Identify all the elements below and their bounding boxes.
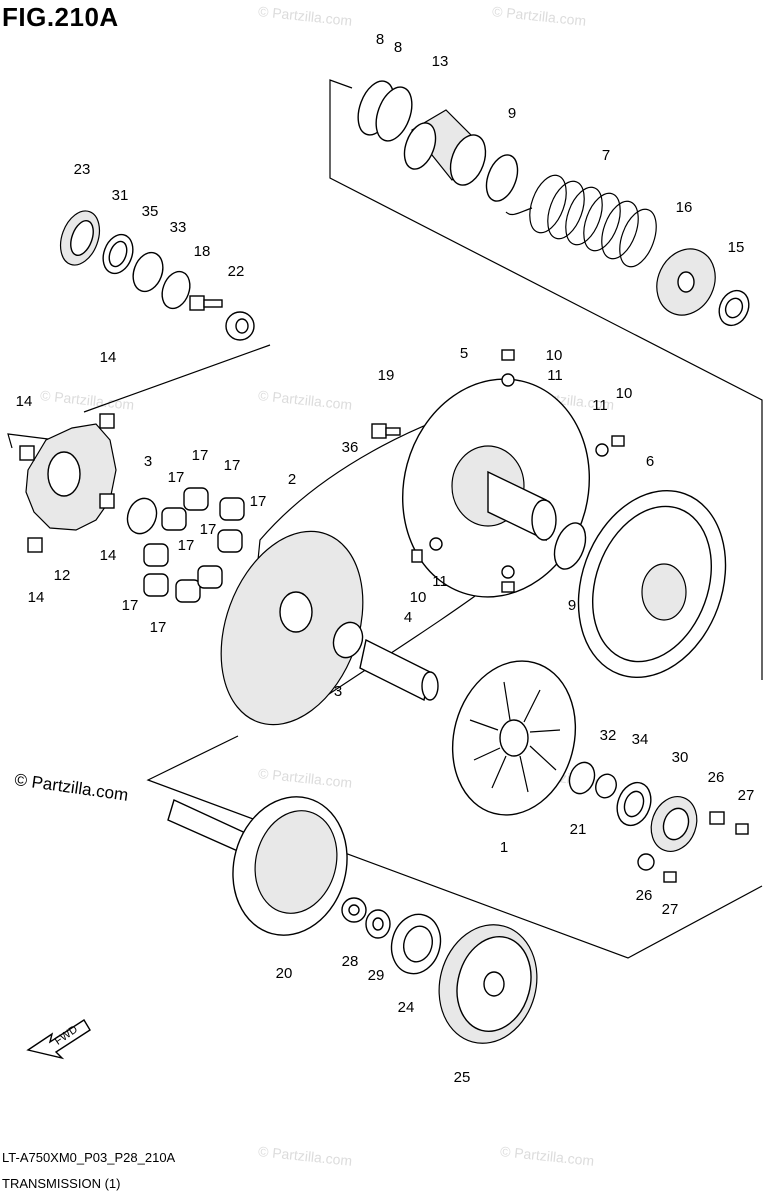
fan-pulley-1 [451,660,577,816]
washer-29 [365,909,391,939]
fasteners-26-27 [637,811,749,883]
callout-label: 17 [192,447,209,464]
nut-15 [718,289,750,327]
ring-9-top [485,154,519,202]
callout-label: 17 [200,521,217,538]
fasteners-10-11 [371,349,625,593]
callout-label: 17 [250,493,267,510]
cam-plate-12 [19,413,117,553]
callout-label: 9 [568,597,576,614]
seal-31 [102,233,134,275]
callout-label: 8 [376,31,384,48]
callout-label: 34 [632,731,649,748]
bearing-30 [650,796,698,852]
callout-label: 14 [28,589,45,606]
callout-label: 13 [432,53,449,70]
diagram-code: LT-A750XM0_P03_P28_210A [2,1150,176,1165]
callout-label: 30 [672,749,689,766]
one-way-clutch-24 [390,913,442,975]
callout-label: 16 [676,199,693,216]
callout-label: 3 [144,453,152,470]
callout-label: 19 [378,367,395,384]
callout-label: 25 [454,1069,471,1086]
ring-35 [132,251,164,293]
rollers-17 [143,487,245,603]
callout-label: 35 [142,203,159,220]
bolt-18 [189,295,223,311]
nut-22 [225,311,255,341]
ring-32 [595,773,617,799]
callout-label: 3 [334,683,342,700]
callout-label: 28 [342,953,359,970]
callout-label: 4 [404,609,412,626]
shaft-4 [359,638,439,702]
callout-label: 20 [276,965,293,982]
callout-label: 10 [616,385,633,402]
callout-label: 11 [547,367,563,384]
snap-rings-8 [357,80,413,142]
group-boundaries [7,79,763,959]
nut-28 [341,897,367,923]
callout-label: 14 [100,349,117,366]
callout-label: 7 [602,147,610,164]
callout-label: 33 [170,219,187,236]
callout-label: 17 [178,537,195,554]
callout-label: 8 [394,39,402,56]
callout-label: 2 [288,471,296,488]
clutch-housing-20 [167,796,348,936]
callout-label: 31 [112,187,129,204]
callout-label: 10 [546,347,563,364]
callout-label: 6 [646,453,654,470]
ring-9-mid [553,522,587,570]
bearing-23 [59,210,101,266]
drive-pulley-5 [401,378,591,598]
callout-label: 23 [74,161,91,178]
callout-label: 10 [410,589,427,606]
collar-13 [403,109,487,186]
callout-label: 17 [150,619,167,636]
callout-label: 18 [194,243,211,260]
fwd-arrow-icon: FWD [26,1019,91,1060]
callout-label: 22 [228,263,245,280]
section-title: TRANSMISSION (1) [2,1176,121,1191]
callout-label: 12 [54,567,71,584]
callout-label: 21 [570,821,587,838]
ring-33 [161,270,191,310]
callout-label: 5 [460,345,468,362]
callout-label: 29 [368,967,385,984]
callout-label: 32 [600,727,617,744]
pulley-face-6 [577,489,727,679]
callout-label: 26 [636,887,653,904]
callout-label: 17 [122,597,139,614]
callout-label: 11 [592,397,608,414]
figure-title: FIG.210A [2,2,119,32]
ring-3-left [126,497,158,535]
seal-34 [616,781,652,827]
clutch-shoe-25 [438,924,538,1044]
callout-label: 14 [16,393,33,410]
callout-label: 36 [342,439,359,456]
ring-21 [568,761,596,795]
callout-label: 17 [168,469,185,486]
callout-label: 11 [432,573,448,590]
callout-label: 1 [500,839,508,856]
spring-7 [505,174,657,268]
callout-label: 24 [398,999,415,1016]
callout-label: 17 [224,457,241,474]
spring-seat-16 [656,248,716,316]
callout-label: 26 [708,769,725,786]
callout-label: 14 [100,547,117,564]
ring-3-mid [332,621,364,659]
callout-label: 27 [662,901,679,918]
callout-label: 15 [728,239,745,256]
callout-label: 27 [738,787,755,804]
driven-pulley-2 [220,530,364,726]
callout-label: 9 [508,105,516,122]
